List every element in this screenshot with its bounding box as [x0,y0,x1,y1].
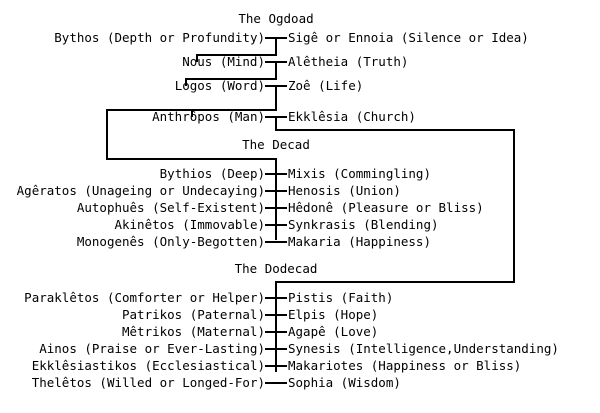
aeon-left-patrikos: Patrikos (Paternal) [122,307,265,322]
aeon-right-synkrasis: Synkrasis (Blending) [288,217,439,232]
aeon-left-theletos: Thelêtos (Willed or Longed-For) [31,375,265,390]
dodecad-spine-vertical [275,281,277,372]
decad-left-bracket-vertical [106,109,108,160]
descent-line-1-vertical [275,38,277,56]
aeon-right-makariotes: Makariotes (Happiness or Bliss) [288,358,522,373]
dodecad-row6-horizontal [265,382,287,384]
aeon-left-ainos: Ainos (Praise or Ever-Lasting) [39,341,265,356]
decad-row3-horizontal [265,207,287,209]
aeon-left-bythos: Bythos (Depth or Profundity) [54,30,265,45]
dodecad-right-bracket-vertical [513,129,515,283]
aeon-right-zoe: Zoê (Life) [288,78,364,93]
aeon-left-ekklesiastikos: Ekklêsiastikos (Ecclesiastical) [31,358,265,373]
descent-line-3-vertical [275,86,277,109]
descent-line-2-tick [185,78,187,86]
aeon-right-henosis: Henosis (Union) [288,183,401,198]
aeon-left-parakletos: Paraklêtos (Comforter or Helper) [24,290,265,305]
dodecad-right-bracket-horizontal [275,281,515,283]
dodecad-row3-horizontal [265,331,287,333]
descent-line-4-horizontal-right [275,129,515,131]
descent-line-3-tick [191,109,193,117]
decad-left-bracket-horizontal [106,158,277,160]
aeon-left-autophues: Autophuês (Self-Existent) [76,200,265,215]
aeon-right-agape: Agapê (Love) [288,324,379,339]
dodecad-row4-horizontal [265,348,287,350]
aeon-left-akinetos: Akinêtos (Immovable) [114,217,265,232]
aeon-right-elpis: Elpis (Hope) [288,307,379,322]
aeon-right-hedone: Hêdonê (Pleasure or Bliss) [288,200,484,215]
descent-line-1-tick [196,54,198,62]
aeon-right-makaria: Makaria (Happiness) [288,234,431,249]
section-heading-decad: The Decad [242,137,310,152]
descent-line-1-horizontal [196,54,277,56]
decad-row5-horizontal [265,241,287,243]
decad-row2-horizontal [265,190,287,192]
aeon-left-monogenes: Monogenês (Only-Begotten) [76,234,265,249]
decad-row1-horizontal [265,173,287,175]
section-heading-dodecad: The Dodecad [234,261,318,276]
aeon-right-sophia: Sophia (Wisdom) [288,375,401,390]
descent-line-2-vertical [275,62,277,80]
decad-spine-vertical [275,158,277,240]
aeon-left-nous: Nous (Mind) [182,54,265,69]
aeon-right-ekklesia: Ekklêsia (Church) [288,109,416,124]
aeon-right-aletheia: Alêtheia (Truth) [288,54,409,69]
aeon-right-pistis: Pistis (Faith) [288,290,394,305]
dodecad-row1-horizontal [265,297,287,299]
descent-line-2-horizontal [185,78,277,80]
section-heading-ogdoad: The Ogdoad [238,11,314,26]
aeon-right-synesis: Synesis (Intelligence,Understanding) [288,341,559,356]
aeon-left-bythios: Bythios (Deep) [159,166,265,181]
aeon-right-sige: Sigê or Ennoia (Silence or Idea) [288,30,529,45]
dodecad-row2-horizontal [265,314,287,316]
aeon-left-metrikos: Mêtrikos (Maternal) [122,324,265,339]
dodecad-row5-horizontal [265,365,287,367]
aeon-left-logos: Logos (Word) [174,78,265,93]
aeon-right-mixis: Mixis (Commingling) [288,166,431,181]
descent-line-4-vertical [275,117,277,131]
aeon-left-ageratos: Agêratos (Unageing or Undecaying) [16,183,265,198]
aeon-left-anthropos: Anthrôpos (Man) [152,109,265,124]
decad-row4-horizontal [265,224,287,226]
